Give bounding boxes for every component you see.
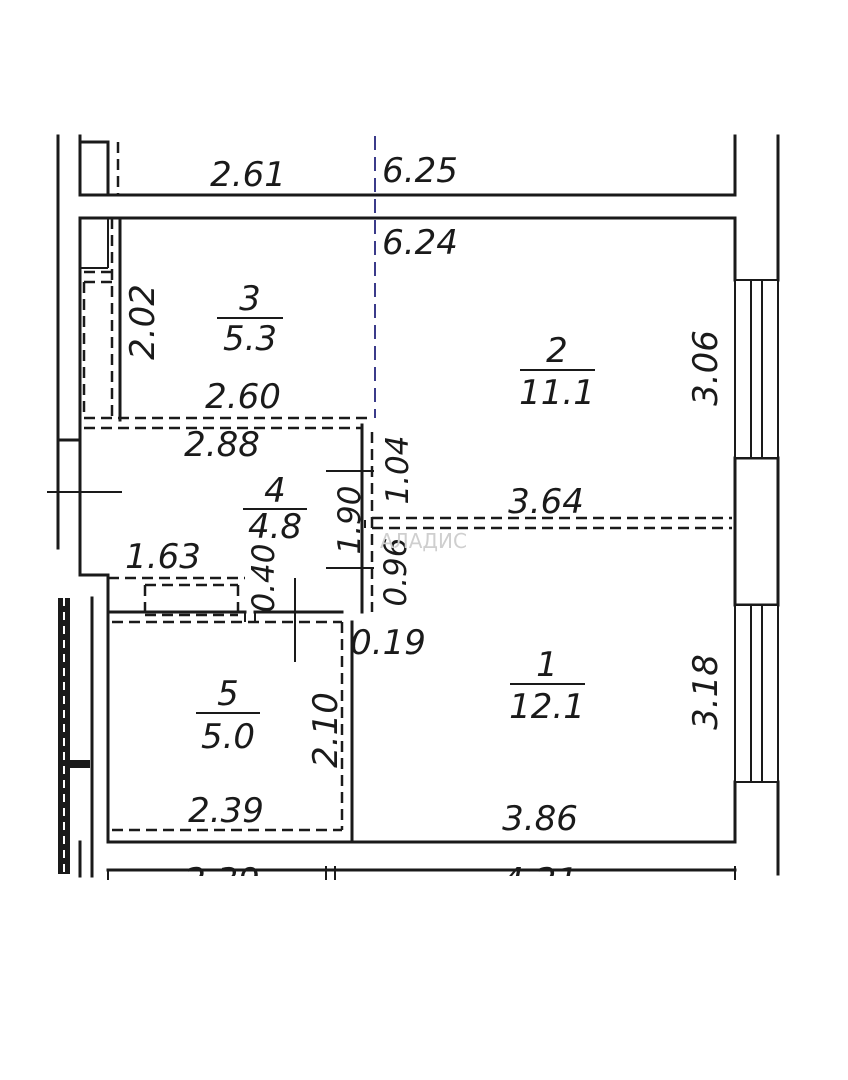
room-area: 4.8: [248, 507, 302, 547]
dim-bottom-right: 4.21: [502, 861, 578, 901]
dimension-ticks: [47, 470, 374, 662]
dim-room5-width: 2.39: [188, 791, 264, 831]
room-label-5: 5 5.0: [196, 674, 260, 757]
dim-hall-top: 2.88: [184, 425, 260, 465]
dim-room1-width: 3.86: [502, 799, 578, 839]
room-number: 5: [217, 674, 239, 714]
dim-top-left: 2.61: [210, 155, 286, 195]
dim-room2-top: 6.24: [382, 223, 458, 263]
dim-bottom-left: 2.39: [184, 861, 260, 901]
vertical-dimension-labels: 2.02 3.06 1.04 1.90 0.40 0.96 3.18 2.10: [123, 284, 726, 768]
dim-hall-step: 0.40: [246, 543, 282, 612]
walls: [56, 134, 780, 880]
room-label-4: 4 4.8: [243, 471, 307, 547]
dim-room3-height: 2.02: [123, 284, 163, 360]
room-number: 4: [264, 471, 286, 511]
room-area: 11.1: [519, 373, 595, 413]
dim-hall-left: 1.63: [125, 537, 201, 577]
dim-room3-bottom: 2.60: [205, 377, 281, 417]
room-area: 5.3: [223, 319, 277, 359]
watermark: АЛАДИС: [380, 529, 467, 553]
room-area: 12.1: [509, 687, 585, 727]
room-number: 3: [239, 279, 261, 319]
window-upper: [734, 279, 779, 459]
room-label-1: 1 12.1: [509, 645, 585, 727]
dim-hall-height: 1.90: [332, 485, 368, 554]
dim-hall-offset: 0.19: [350, 623, 426, 663]
room-area: 5.0: [201, 717, 255, 757]
room-label-3: 3 5.3: [217, 279, 283, 359]
dashed-boundaries: [82, 142, 732, 832]
dimension-labels: 2.61 6.25 6.24 2.60 2.88 3.64 1.63 0.19 …: [125, 151, 584, 839]
bottom-strip-labels: 2.39 4.21: [184, 861, 578, 901]
room-label-2: 2 11.1: [519, 331, 595, 413]
room-number: 2: [546, 331, 568, 371]
window-lower: [734, 604, 779, 783]
dim-room1-height: 3.18: [686, 654, 726, 730]
room-number: 1: [536, 645, 558, 685]
dim-room2-height: 3.06: [686, 330, 726, 406]
dim-hall-step2: 0.96: [378, 537, 414, 606]
dim-split-width: 3.64: [508, 482, 584, 522]
dim-hall-width-small: 1.04: [380, 435, 416, 504]
dim-room5-height: 2.10: [306, 692, 346, 768]
dim-top-right: 6.25: [382, 151, 458, 191]
hatched-wall: [58, 598, 90, 874]
